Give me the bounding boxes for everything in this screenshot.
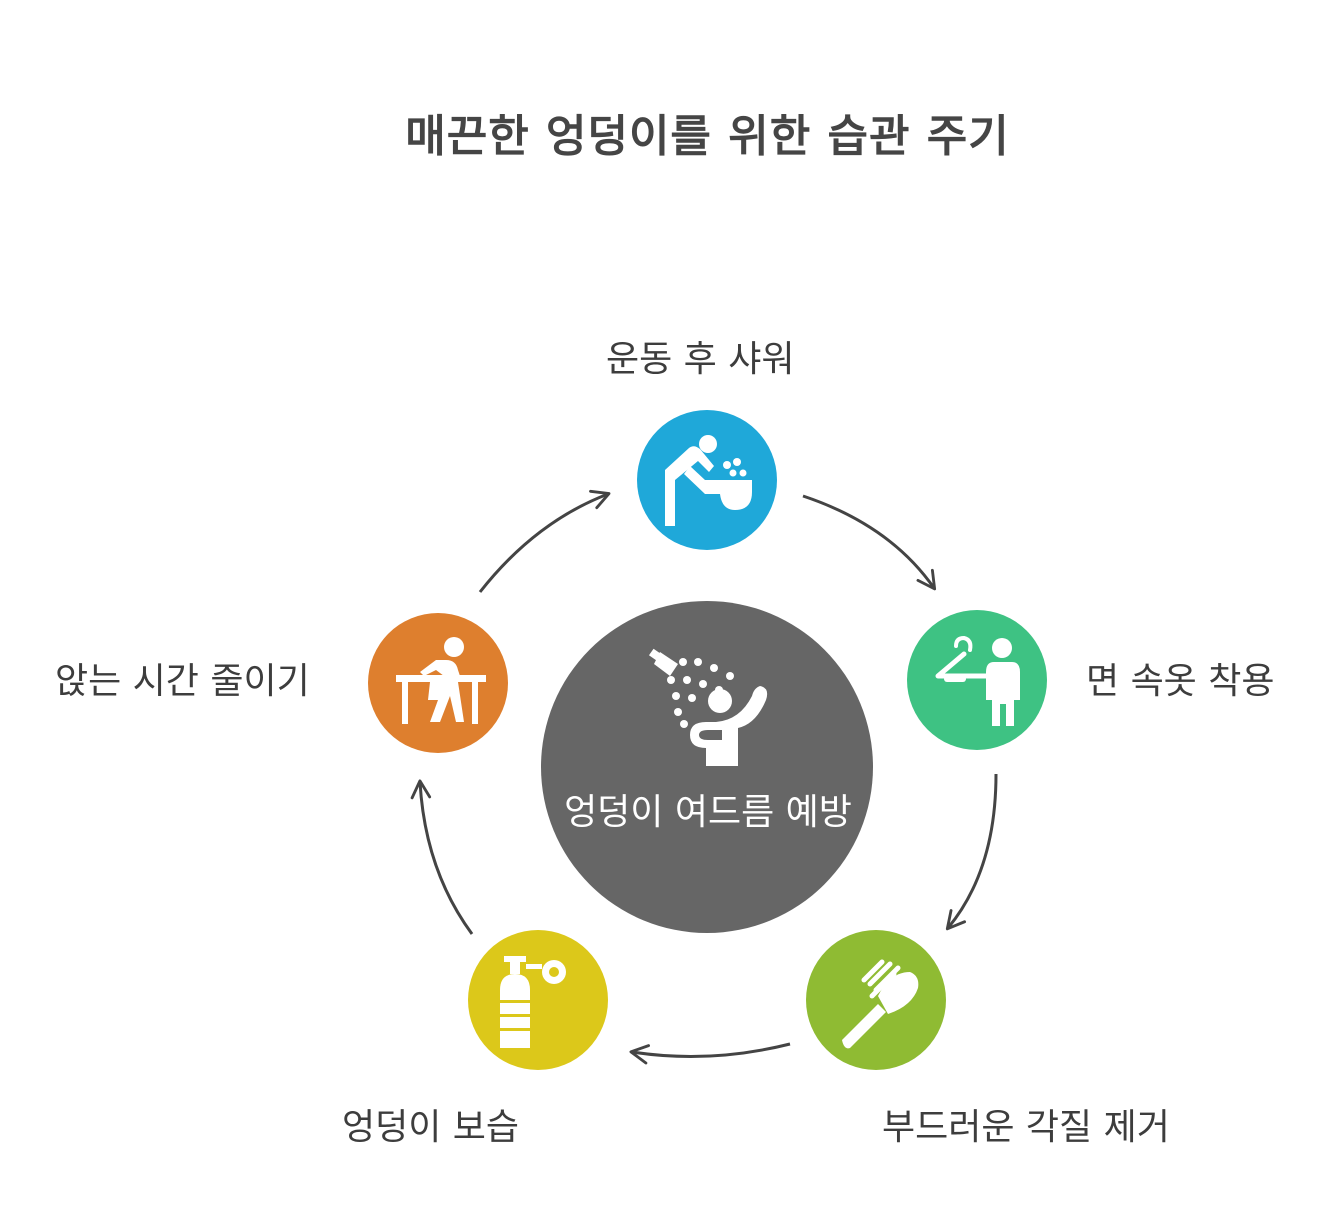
arrow-moisturize-to-sitting (410, 779, 474, 935)
step-node-shower (637, 410, 777, 550)
step-node-underwear (907, 610, 1047, 750)
arrow-underwear-to-exfoliation (945, 773, 998, 931)
arrow-sitting-to-shower (478, 489, 611, 593)
center-node (541, 601, 873, 933)
diagram-title: 매끈한 엉덩이를 위한 습관 주기 (405, 111, 1010, 162)
arrow-shower-to-underwear (802, 494, 937, 591)
cycle-arrows (410, 489, 998, 1065)
step-label-underwear: 면 속옷 착용 (1086, 661, 1275, 702)
step-label-sitting: 앉는 시간 줄이기 (55, 661, 310, 702)
step-node-moisturize (468, 930, 608, 1070)
arrow-exfoliation-to-moisturize (629, 1042, 791, 1065)
center-label: 엉덩이 여드름 예방 (564, 792, 852, 833)
step-circle-moisturize (468, 930, 608, 1070)
step-node-sitting (368, 613, 508, 753)
step-node-exfoliation (806, 930, 946, 1070)
lotion-bottle-icon (500, 956, 566, 1048)
brush-icon (842, 959, 919, 1049)
step-label-moisturize: 엉덩이 보습 (342, 1107, 520, 1148)
person-washing-icon (665, 435, 752, 526)
step-label-shower: 운동 후 샤워 (606, 339, 795, 380)
step-circle-underwear (907, 610, 1047, 750)
hanger-person-icon (935, 635, 1020, 726)
step-circle-exfoliation (806, 930, 946, 1070)
center-circle (541, 601, 873, 933)
step-label-exfoliation: 부드러운 각질 제거 (882, 1107, 1170, 1148)
person-at-desk-icon (396, 637, 486, 724)
shower-person-icon (648, 648, 768, 766)
